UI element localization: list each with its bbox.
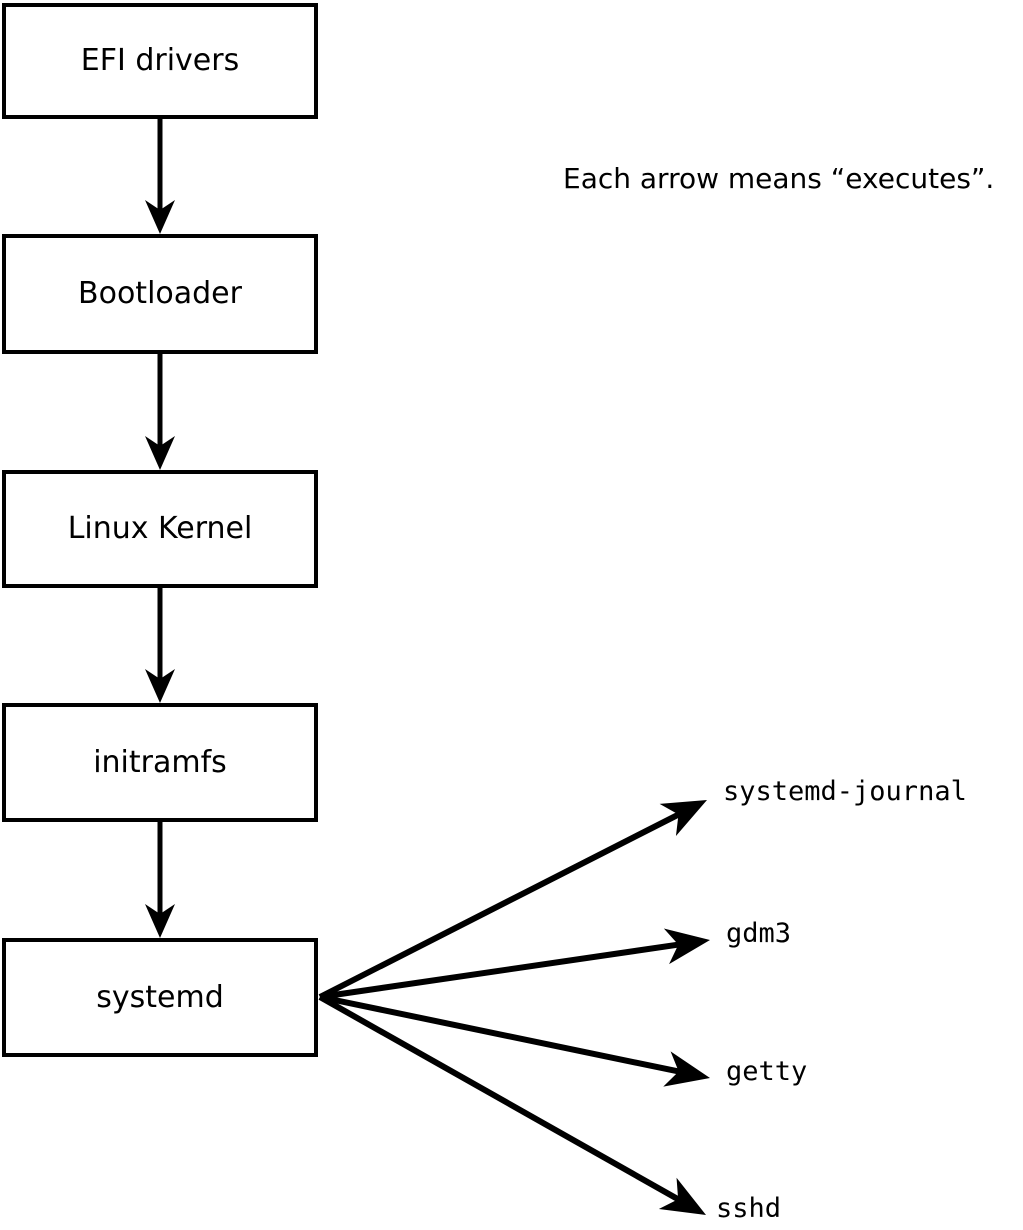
service-label-sshd: sshd <box>716 1193 782 1224</box>
arrow-shaft <box>318 810 683 1000</box>
arrowhead-icon <box>663 1051 710 1087</box>
arrow-shaft <box>319 941 682 1000</box>
stage-box-linux-kernel: Linux Kernel <box>2 470 318 588</box>
service-label-systemd-journal: systemd-journal <box>723 776 967 807</box>
arrow-shaft <box>318 994 683 1204</box>
arrow-initramfs-to-systemd <box>145 822 175 938</box>
arrowhead-icon <box>145 904 175 938</box>
stage-label-initramfs: initramfs <box>93 744 227 780</box>
arrowhead-icon <box>658 1177 706 1215</box>
arrowhead-icon <box>145 200 175 234</box>
arrow-efi-to-bootloader <box>145 119 175 234</box>
arrowhead-icon <box>145 436 175 470</box>
service-label-getty: getty <box>726 1056 808 1087</box>
stage-label-systemd: systemd <box>96 979 224 1015</box>
stage-label-efi-drivers: EFI drivers <box>80 43 240 78</box>
fan-arrow-layer <box>318 800 710 1215</box>
arrowhead-icon <box>659 800 707 836</box>
arrow-systemd-to-getty <box>319 994 710 1087</box>
arrow-bootloader-to-kernel <box>145 354 175 470</box>
stage-box-initramfs: initramfs <box>2 703 318 822</box>
stage-box-systemd: systemd <box>2 938 318 1057</box>
stage-box-efi-drivers: EFI drivers <box>2 3 318 119</box>
arrow-shaft <box>319 994 683 1076</box>
arrowhead-icon <box>663 928 710 965</box>
arrow-systemd-to-gdm3 <box>319 928 710 1000</box>
stage-box-bootloader: Bootloader <box>2 234 318 354</box>
chain-arrow-layer <box>145 119 175 938</box>
arrow-systemd-to-sshd <box>318 994 706 1215</box>
arrow-kernel-to-initramfs <box>145 588 175 703</box>
service-label-gdm3: gdm3 <box>726 918 792 949</box>
arrowhead-icon <box>145 669 175 703</box>
stage-label-linux-kernel: Linux Kernel <box>67 511 253 546</box>
legend-note: Each arrow means “executes”. <box>563 162 995 195</box>
stage-label-bootloader: Bootloader <box>78 276 242 311</box>
arrow-systemd-to-systemd-journal <box>318 800 707 1000</box>
